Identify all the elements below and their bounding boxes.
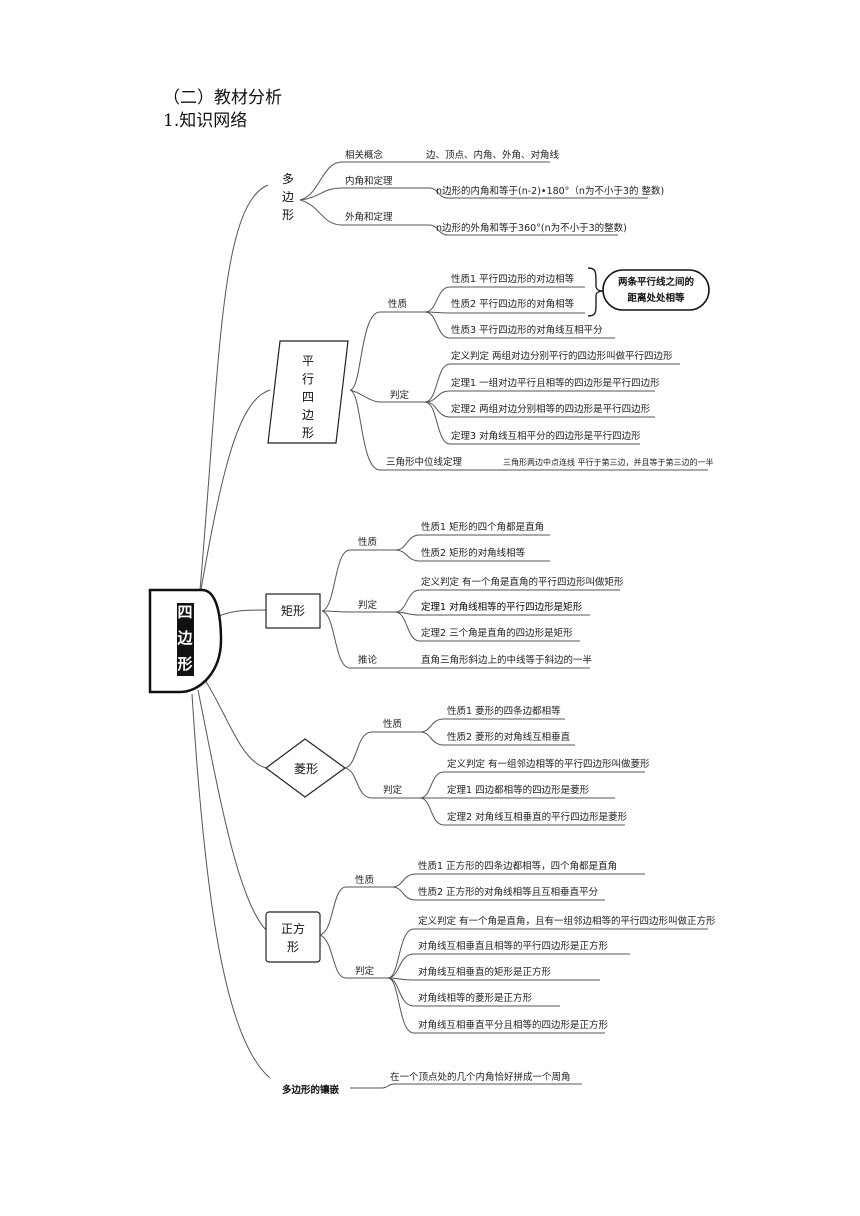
square-judge-label: 判定 (355, 965, 375, 977)
polygon-item-text: n边形的内角和等于(n-2)•180°（n为不小于3的 整数) (436, 185, 664, 197)
parallelogram-prop: 性质3 平行四边形的对角线互相平分 (451, 324, 603, 336)
polygon-item-text: 边、顶点、内角、外角、对角线 (426, 149, 560, 161)
rectangle-judge-label: 判定 (358, 599, 378, 611)
root-char: 形 (177, 655, 192, 673)
square-title-char: 形 (287, 940, 299, 954)
rhombus-branch: 菱形 性质 性质1 菱形的四条边都相等 性质2 菱形的对角线互相垂直 判定 定义… (264, 705, 650, 826)
square-judge: 定义判定 有一个角是直角，且有一组邻边相等的平行四边形叫做正方形 (418, 915, 716, 927)
parallelogram-title-char: 行 (302, 372, 314, 386)
parallelogram-title-char: 四 (302, 390, 314, 404)
polygon-branch: 多 边 形 相关概念 边、顶点、内角、外角、对角线 内角和定理 n边形的内角和等… (282, 149, 664, 236)
parallelogram-judge: 定理2 两组对边分别相等的四边形是平行四边形 (451, 403, 651, 415)
midline-text: 三角形两边中点连线 平行于第三边，并且等于第三边的一半 (503, 457, 714, 467)
square-judge: 对角线互相垂直且相等的平行四边形是正方形 (418, 940, 609, 952)
polygon-title-char: 边 (282, 190, 294, 204)
polygon-item-text: n边形的外角和等于360°(n为不小于3的整数) (436, 222, 627, 234)
rectangle-branch: 矩形 性质 性质1 矩形的四个角都是直角 性质2 矩形的对角线相等 判定 定义判… (265, 521, 624, 669)
rhombus-prop-label: 性质 (383, 718, 403, 730)
rectangle-prop: 性质2 矩形的对角线相等 (421, 547, 526, 559)
square-judge: 对角线相等的菱形是正方形 (418, 992, 533, 1004)
parallelogram-note: 距离处处相等 (627, 292, 685, 304)
parallelogram-title-char: 边 (302, 408, 314, 422)
root-char: 边 (176, 629, 193, 647)
tessellation-title: 多边形的镶嵌 (282, 1084, 340, 1096)
rhombus-prop: 性质1 菱形的四条边都相等 (447, 705, 561, 717)
parallelogram-prop: 性质2 平行四边形的对角相等 (451, 298, 575, 310)
parallelogram-judge: 定理1 一组对边平行且相等的四边形是平行四边形 (451, 377, 660, 389)
polygon-item-label: 内角和定理 (345, 175, 393, 187)
polygon-title-char: 多 (282, 172, 294, 186)
rectangle-judge: 定义判定 有一个角是直角的平行四边形叫做矩形 (421, 576, 624, 588)
rectangle-corollary: 直角三角形斜边上的中线等于斜边的一半 (421, 654, 592, 666)
rectangle-prop-label: 性质 (358, 536, 378, 548)
rhombus-judge-label: 判定 (383, 784, 403, 796)
polygon-item-label: 外角和定理 (345, 211, 393, 223)
square-prop: 性质2 正方形的对角线相等且互相垂直平分 (418, 886, 599, 898)
root-node: 四 边 形 (148, 588, 223, 694)
square-judge: 对角线互相垂直平分且相等的四边形是正方形 (418, 1019, 609, 1031)
parallelogram-prop: 性质1 平行四边形的对边相等 (451, 273, 575, 285)
parallelogram-judge-label: 判定 (390, 389, 410, 401)
root-char: 四 (177, 603, 192, 621)
polygon-item-label: 相关概念 (345, 149, 384, 161)
section-title: （二）教材分析 (163, 88, 282, 108)
rectangle-prop: 性质1 矩形的四个角都是直角 (421, 521, 544, 533)
rhombus-judge: 定理2 对角线互相垂直的平行四边形是菱形 (447, 811, 628, 823)
tessellation-text: 在一个顶点处的几个内角恰好拼成一个周角 (390, 1071, 571, 1083)
parallelogram-judge: 定理3 对角线互相平分的四边形是平行四边形 (451, 430, 641, 442)
parallelogram-note: 两条平行线之间的 (618, 276, 695, 288)
rectangle-judge: 定理2 三个角是直角的四边形是矩形 (421, 627, 573, 639)
rhombus-judge: 定理1 四边都相等的四边形是菱形 (447, 784, 590, 796)
rectangle-corollary-label: 推论 (358, 654, 378, 666)
subsection-title: 1.知识网络 (163, 111, 248, 131)
parallelogram-title-char: 平 (302, 354, 314, 368)
parallelogram-judge: 定义判定 两组对边分别平行的四边形叫做平行四边形 (451, 350, 673, 362)
square-judge: 对角线互相垂直的矩形是正方形 (418, 966, 552, 978)
rhombus-prop: 性质2 菱形的对角线互相垂直 (447, 731, 571, 743)
parallelogram-prop-label: 性质 (388, 298, 408, 310)
rectangle-title: 矩形 (281, 604, 305, 618)
square-prop-label: 性质 (355, 874, 375, 886)
tessellation-branch: 多边形的镶嵌 在一个顶点处的几个内角恰好拼成一个周角 (282, 1071, 582, 1096)
rectangle-judge: 定理1 对角线相等的平行四边形是矩形 (421, 601, 583, 613)
midline-label: 三角形中位线定理 (386, 456, 463, 468)
parallelogram-title-char: 形 (302, 426, 314, 440)
parallelogram-branch: 平 行 四 边 形 性质 性质1 平行四边形的对边相等 性质2 平行四边形的对角… (267, 267, 714, 471)
square-branch: 正方 形 性质 性质1 正方形的四条边都相等，四个角都是直角 性质2 正方形的对… (265, 860, 716, 1034)
rhombus-title: 菱形 (294, 762, 318, 776)
polygon-title-char: 形 (282, 208, 294, 222)
rhombus-judge: 定义判定 有一组邻边相等的平行四边形叫做菱形 (447, 758, 650, 770)
square-prop: 性质1 正方形的四条边都相等，四个角都是直角 (418, 860, 617, 872)
square-title-char: 正方 (281, 921, 305, 936)
